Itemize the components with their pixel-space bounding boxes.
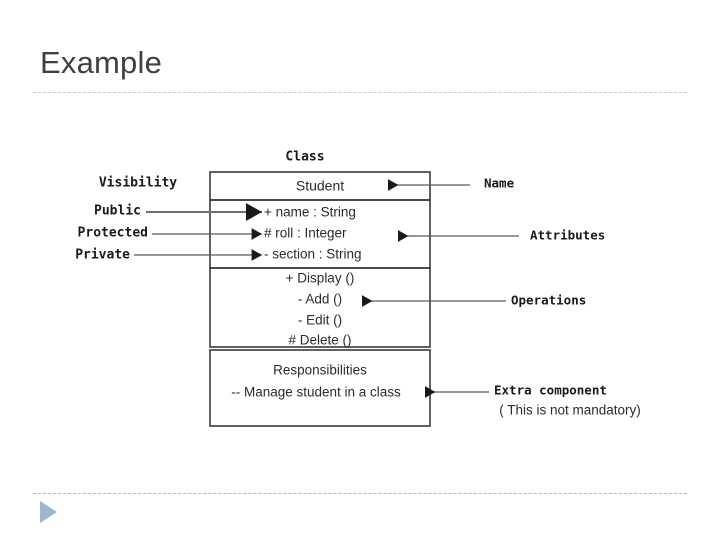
title-divider — [33, 92, 687, 93]
attribute-text: + name : String — [264, 205, 356, 220]
class-operations-compartment — [209, 267, 431, 348]
page-title: Example — [40, 45, 163, 80]
right-label-operations: Operations — [511, 293, 586, 308]
class-responsibilities-compartment — [209, 349, 431, 427]
attribute-text: - section : String — [264, 247, 362, 262]
operation-text: - Edit () — [298, 313, 342, 328]
right-label-name: Name — [484, 176, 515, 191]
left-label-protected: Protected — [78, 226, 148, 241]
left-label-visibility: Visibility — [99, 176, 177, 191]
right-note-not-mandatory: ( This is not mandatory) — [499, 403, 641, 418]
diagram-caption: Class — [285, 150, 324, 165]
right-label-extra-component: Extra component — [494, 383, 607, 398]
right-label-attributes: Attributes — [530, 228, 605, 243]
attribute-text: # roll : Integer — [264, 226, 347, 241]
responsibility-item: -- Manage student in a class — [231, 385, 401, 400]
operation-text: # Delete () — [288, 333, 351, 348]
class-name-compartment — [209, 171, 431, 201]
operation-text: + Display () — [286, 271, 355, 286]
footer-divider — [33, 493, 687, 494]
operation-text: - Add () — [298, 292, 342, 307]
play-triangle-icon[interactable] — [40, 501, 57, 523]
responsibilities-heading: Responsibilities — [273, 363, 367, 378]
class-name-text: Student — [296, 178, 344, 194]
left-label-public: Public — [94, 204, 141, 219]
left-label-private: Private — [75, 248, 130, 263]
class-attributes-compartment — [209, 199, 431, 269]
